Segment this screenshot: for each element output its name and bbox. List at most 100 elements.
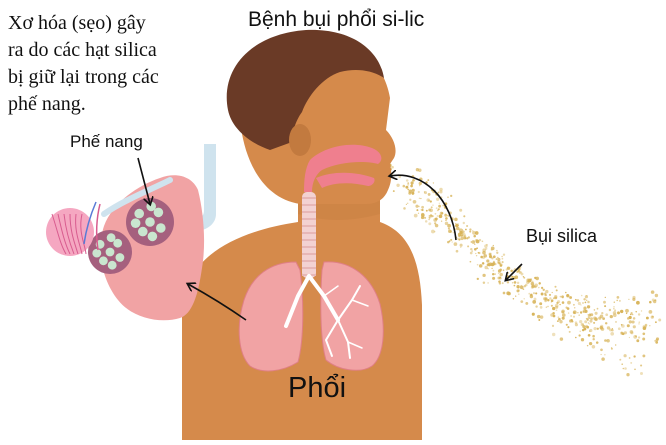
silica-particle <box>586 295 587 296</box>
silica-particle <box>559 320 562 323</box>
silica-particle <box>496 252 498 254</box>
silica-particle <box>438 205 441 208</box>
silica-particle <box>606 339 610 343</box>
silica-particle <box>589 318 590 319</box>
silica-particle <box>439 214 443 218</box>
silica-particle <box>477 278 479 280</box>
silica-particle <box>655 341 658 344</box>
silica-particle <box>514 281 517 284</box>
silica-particle <box>605 322 607 324</box>
silica-particle <box>482 274 485 277</box>
silica-particle <box>578 314 580 316</box>
silica-particle <box>552 312 555 315</box>
silica-particle <box>503 269 505 271</box>
silica-particle <box>587 319 589 321</box>
silica-particle <box>420 209 422 211</box>
silica-particle <box>570 315 571 316</box>
silica-particle <box>510 270 513 273</box>
silica-particle <box>431 206 433 208</box>
silica-particle <box>530 278 532 280</box>
silica-particle <box>619 359 621 361</box>
silica-particle <box>540 306 543 309</box>
silica-particle <box>635 311 636 312</box>
silica-particle <box>516 285 519 288</box>
silica-particle <box>547 306 548 307</box>
silica-scar-spot <box>107 233 116 242</box>
silica-particle <box>617 296 620 299</box>
silica-particle <box>407 184 409 186</box>
silica-particle <box>464 235 467 238</box>
silica-particle <box>567 301 571 305</box>
silica-particle <box>580 331 581 332</box>
silica-particle <box>472 250 473 251</box>
silica-particle <box>480 256 483 259</box>
silica-particle <box>540 315 543 318</box>
silica-particle <box>583 311 585 313</box>
silica-particle <box>572 321 574 323</box>
silica-scar-spot <box>148 232 158 242</box>
silica-particle <box>559 304 560 305</box>
silica-particle <box>583 306 586 309</box>
silica-particle <box>580 311 582 313</box>
silica-particle <box>429 217 431 219</box>
silica-particle <box>605 297 606 298</box>
silica-particle <box>472 231 476 235</box>
silica-particle <box>474 248 477 251</box>
silica-particle <box>630 362 632 364</box>
silica-particle <box>532 313 535 316</box>
silica-particle <box>603 301 606 304</box>
silica-particle <box>629 320 632 323</box>
silica-particle <box>473 235 476 238</box>
silica-particle <box>655 294 658 297</box>
silica-particle <box>482 251 486 255</box>
silica-particle <box>419 198 420 199</box>
silica-particle <box>588 322 589 323</box>
silica-particle <box>427 179 429 181</box>
silica-particle <box>439 190 442 193</box>
silica-particle <box>562 317 565 320</box>
silica-particle <box>491 247 495 251</box>
silica-particle <box>426 198 429 201</box>
silica-particle <box>600 354 601 355</box>
silica-particle <box>473 241 474 242</box>
silica-particle <box>562 301 565 304</box>
silica-particle <box>598 316 601 319</box>
silica-particle <box>620 332 623 335</box>
silica-particle <box>633 325 636 328</box>
silica-particle <box>419 182 422 185</box>
silica-particle <box>557 320 559 322</box>
silica-scar-spot <box>134 209 144 219</box>
silica-particle <box>632 298 635 301</box>
silica-particle <box>476 255 477 256</box>
silica-particle <box>645 324 648 327</box>
silica-particle <box>411 184 412 185</box>
silica-particle <box>587 301 590 304</box>
silica-particle <box>642 338 645 341</box>
silica-particle <box>525 302 528 305</box>
silica-scar-spot <box>138 227 148 237</box>
silica-particle <box>560 337 563 340</box>
silica-particle <box>574 307 576 309</box>
silica-particle <box>609 309 611 311</box>
silica-particle <box>580 304 581 305</box>
silica-particle <box>604 354 605 355</box>
silica-particle <box>491 268 492 269</box>
silica-particle <box>558 316 560 318</box>
silica-particle <box>485 248 487 250</box>
silica-particle <box>539 302 542 305</box>
silica-particle <box>552 307 555 310</box>
silica-particle <box>568 312 569 313</box>
silica-particle <box>549 297 551 299</box>
silica-particle <box>578 334 580 336</box>
silica-particle <box>465 229 467 231</box>
silica-particle <box>640 372 643 375</box>
silica-particle <box>498 280 501 283</box>
silica-particle <box>418 213 419 214</box>
silica-particle <box>649 325 650 326</box>
silica-particle <box>569 331 571 333</box>
silica-particle <box>538 319 540 321</box>
silica-particle <box>558 318 561 321</box>
silica-particle <box>553 315 556 318</box>
silica-particle <box>561 310 565 314</box>
